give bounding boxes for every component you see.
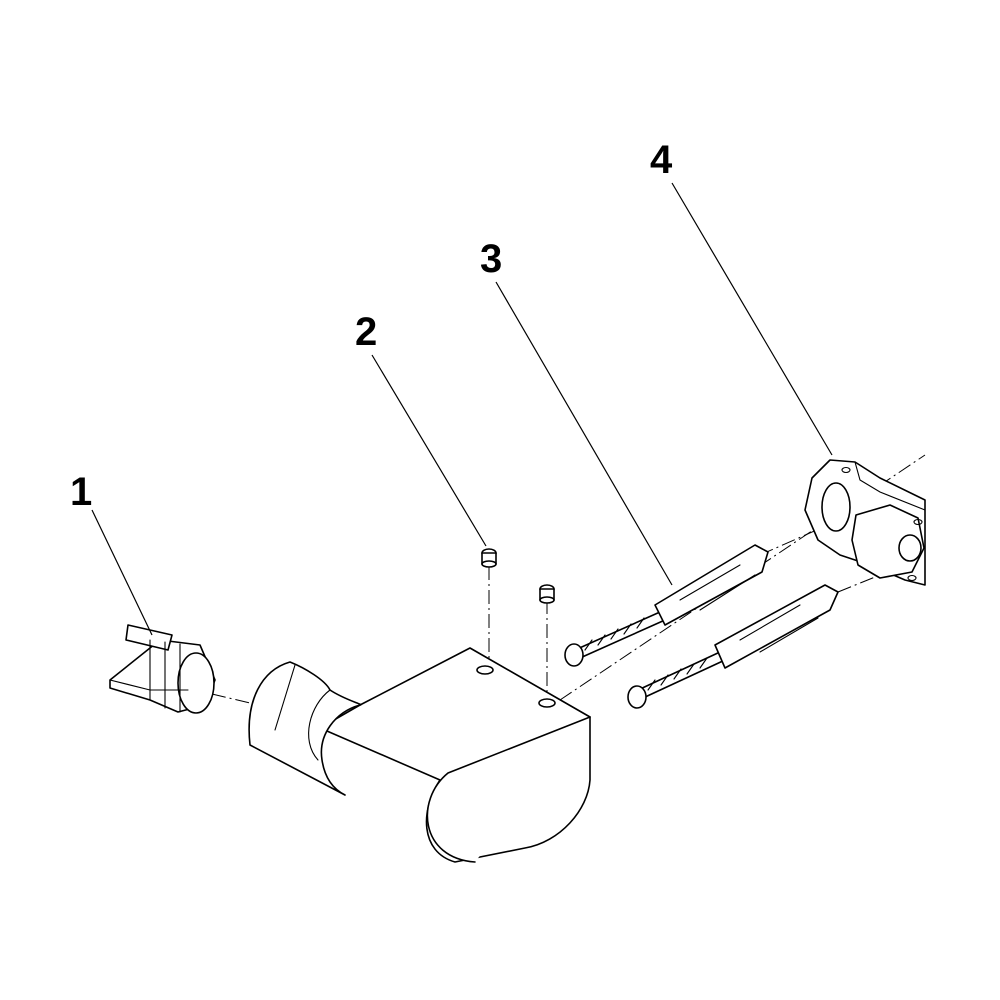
holder-insert <box>109 624 216 714</box>
hand-shower-holder-body <box>248 647 591 863</box>
wall-bracket <box>804 459 926 586</box>
grub-screws <box>481 548 555 604</box>
screws-with-wall-plugs <box>564 544 839 709</box>
callout-3: 3 <box>480 237 502 281</box>
callout-2: 2 <box>355 310 377 354</box>
callout-4: 4 <box>650 138 673 182</box>
callout-1: 1 <box>70 470 92 514</box>
callout-leader-lines <box>91 182 833 636</box>
